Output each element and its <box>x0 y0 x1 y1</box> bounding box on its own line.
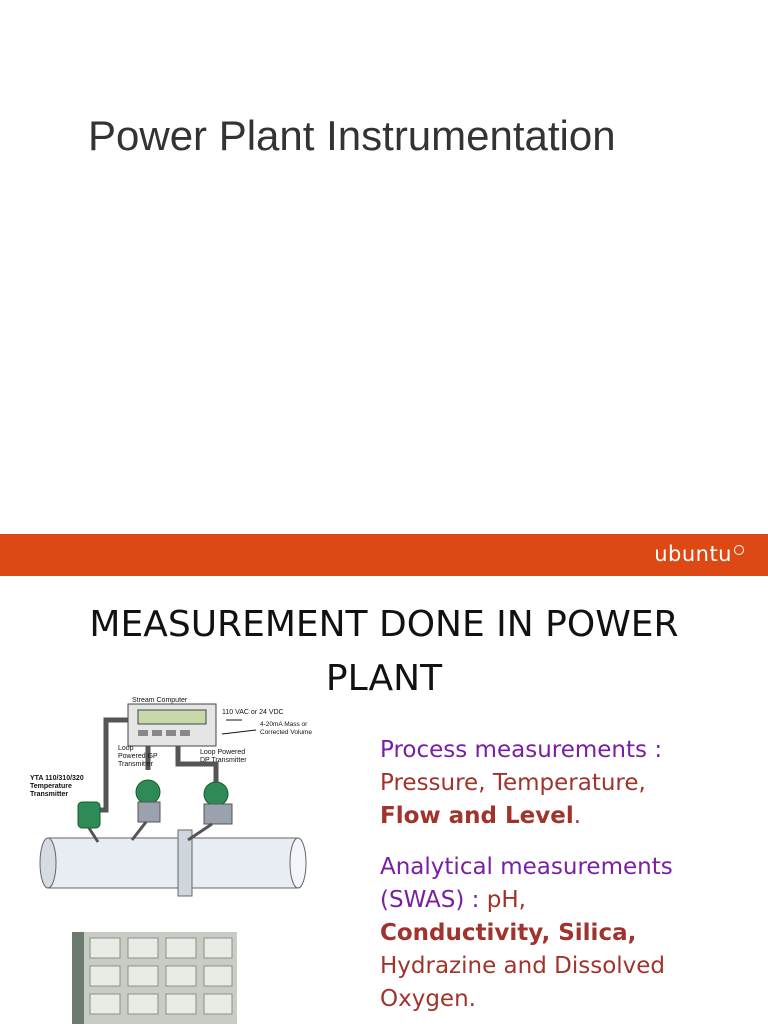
dp-transmitter-body <box>203 803 233 825</box>
gp-label-1: Loop <box>118 745 134 752</box>
process-line-2: Pressure, Temperature, <box>380 770 646 796</box>
list-item-process: Process measurements : Pressure, Tempera… <box>380 734 760 833</box>
slide-1: Power Plant Instrumentation <box>88 112 616 159</box>
dp-label-2: DP Transmitter <box>200 757 247 764</box>
slide-2-title-line-2: PLANT <box>325 658 443 699</box>
control-panel-photo <box>72 932 237 1024</box>
yta-label-2: Temperature <box>30 783 72 790</box>
analytical-line-2b: pH, <box>486 887 526 913</box>
analytical-line-2a: (SWAS) : <box>380 887 487 913</box>
list-item-analytical: Analytical measurements (SWAS) : pH, Con… <box>380 851 760 1016</box>
process-line-3-end: . <box>573 803 582 829</box>
brand-text: ubuntu <box>654 542 732 566</box>
pipe-end-left <box>39 837 57 889</box>
gp-transmitter-body <box>137 801 161 823</box>
analytical-line-3: Conductivity, Silica, <box>380 920 637 946</box>
measurement-list: Process measurements : Pressure, Tempera… <box>380 734 760 1034</box>
slide-2-title: MEASUREMENT DONE IN POWER PLANT <box>30 598 738 706</box>
pipe-flange <box>177 829 193 897</box>
process-line-3: Flow and Level. <box>380 800 760 833</box>
dp-transmitter-head <box>203 781 229 807</box>
analytical-line-5: Oxygen. <box>380 986 476 1012</box>
slide-1-title: Power Plant Instrumentation <box>88 112 616 159</box>
stream-computer-display <box>137 709 207 725</box>
pipe-body <box>47 837 299 889</box>
gp-label-3: Transmitter <box>118 761 154 768</box>
analytical-line-2: (SWAS) : pH, <box>380 884 760 917</box>
gp-label-2: Powered GP <box>118 753 158 760</box>
pipe-end-right <box>289 837 307 889</box>
dp-label-1: Loop Powered <box>200 749 245 756</box>
yta-label-1: YTA 110/310/320 <box>30 775 84 782</box>
analytical-heading: Analytical measurements <box>380 854 673 880</box>
gp-transmitter-head <box>135 779 161 805</box>
circle-of-friends-icon <box>734 545 744 555</box>
ubuntu-banner: ubuntu <box>0 534 768 576</box>
process-heading: Process measurements : <box>380 737 663 763</box>
output-label-1: 4-20mA Mass or <box>260 721 308 728</box>
analytical-line-4: Hydrazine and Dissolved <box>380 953 666 979</box>
power-label: 110 VAC or 24 VDC <box>222 709 284 716</box>
slide-2-title-line-1: MEASUREMENT DONE IN POWER <box>89 604 679 645</box>
yta-label-3: Transmitter <box>30 791 68 798</box>
stream-computer-label: Stream Computer <box>132 697 188 704</box>
instrumentation-diagram: Stream Computer 110 VAC or 24 VDC 4-20mA… <box>30 697 312 897</box>
process-line-3-bold: Flow and Level <box>380 803 574 829</box>
yta-transmitter <box>77 801 101 829</box>
output-label-2: Corrected Volume <box>260 729 312 736</box>
ubuntu-logo: ubuntu <box>654 542 744 566</box>
